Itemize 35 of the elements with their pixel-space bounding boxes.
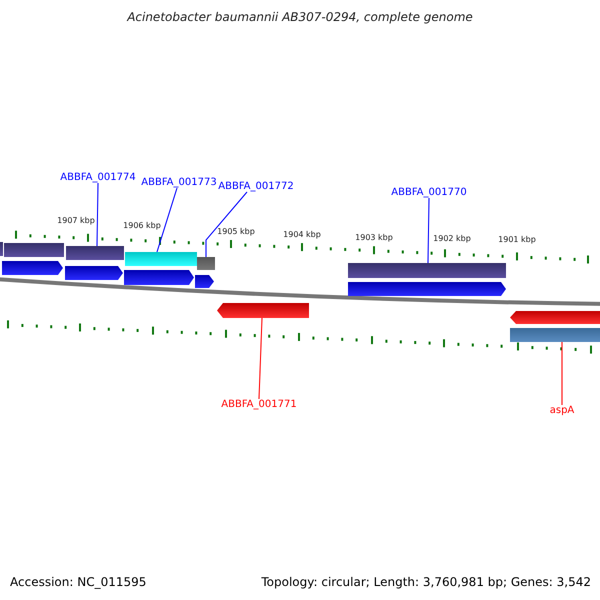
leader-line — [206, 192, 248, 258]
gene-feature — [65, 266, 123, 280]
gene-bar — [348, 263, 506, 278]
gene-feature — [2, 261, 63, 275]
scale-label: 1905 kbp — [217, 227, 255, 236]
leader-line — [428, 198, 430, 264]
scale-label: 1904 kbp — [283, 230, 321, 239]
gene-bar — [66, 246, 124, 260]
accession-label: Accession: NC_011595 — [10, 575, 146, 589]
gene-feature — [348, 282, 506, 296]
gene-label: aspA — [550, 405, 574, 416]
scale-label: 1902 kbp — [433, 234, 471, 243]
gene-bar — [4, 243, 64, 257]
leader-line — [156, 188, 178, 252]
gene-bar — [0, 242, 3, 256]
gene-label: ABBFA_001773 — [141, 177, 217, 188]
scale-label: 1901 kbp — [498, 235, 536, 244]
gene-bar — [510, 328, 600, 342]
diagram-title: Acinetobacter baumannii AB307-0294, complete genome — [127, 10, 473, 24]
gene-feature — [217, 303, 309, 318]
scale-label: 1907 kbp — [57, 216, 95, 225]
gene-feature — [195, 275, 214, 288]
gene-bar — [197, 257, 215, 270]
genome-summary: Topology: circular; Length: 3,760,981 bp; Genes: 3,542 — [261, 575, 591, 589]
gene-label: ABBFA_001774 — [60, 172, 136, 183]
leader-line — [96, 182, 98, 246]
gene-label: ABBFA_001772 — [218, 181, 294, 192]
scale-label: 1903 kbp — [355, 233, 393, 242]
leader-line — [258, 318, 262, 400]
gene-label: ABBFA_001770 — [391, 187, 467, 198]
scale-label: 1906 kbp — [123, 221, 161, 230]
gene-label: ABBFA_001771 — [221, 399, 297, 410]
gene-feature — [124, 270, 194, 285]
gene-feature — [510, 311, 600, 324]
gene-bar — [125, 252, 197, 266]
